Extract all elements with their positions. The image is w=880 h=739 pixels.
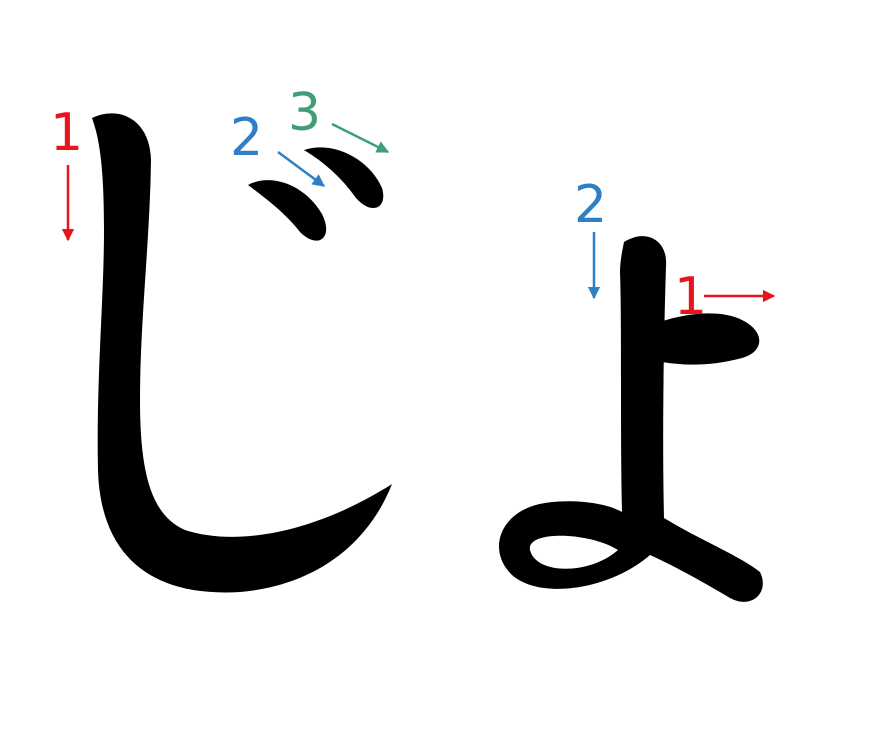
ji-stroke-2-arrow	[277, 150, 326, 188]
yo-stroke-1-number: 1	[674, 267, 707, 327]
yo-stroke-2-shape	[498, 236, 763, 602]
character-yo	[498, 236, 763, 602]
character-ji	[92, 113, 392, 593]
ji-dakuten-stroke-2-shape	[248, 180, 327, 241]
ji-stroke-2-number: 2	[230, 108, 263, 168]
ji-stroke-1-shape	[92, 113, 392, 593]
yo-stroke-1-shape	[660, 313, 760, 365]
ji-stroke-3-number: 3	[288, 83, 321, 143]
ji-dakuten-stroke-3-shape	[304, 147, 384, 209]
ji-stroke-3-arrow	[331, 122, 390, 154]
ji-annotations: 1 2 3	[50, 83, 390, 242]
yo-stroke-2-number: 2	[574, 175, 607, 235]
ji-stroke-1-number: 1	[50, 103, 83, 163]
yo-annotations: 2 1	[574, 175, 776, 327]
